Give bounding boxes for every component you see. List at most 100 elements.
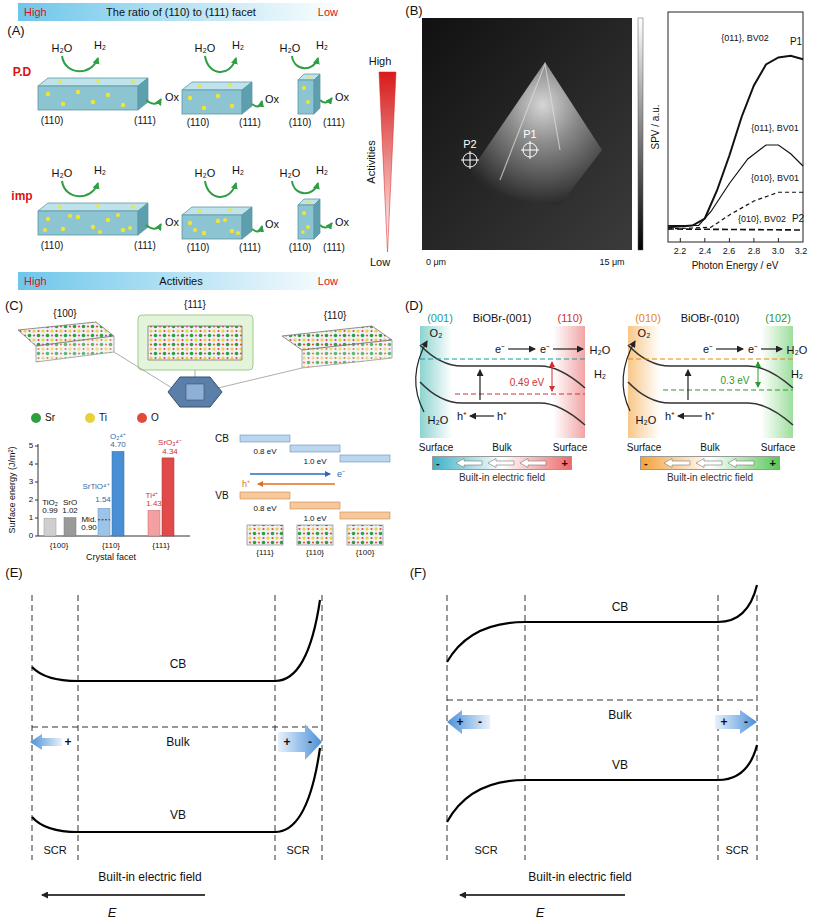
charge-sign: - bbox=[644, 458, 648, 469]
region-label: Surface bbox=[553, 443, 587, 453]
biobr-band-diagram bbox=[552, 362, 553, 391]
axis-title: SPV / a.u. bbox=[651, 104, 661, 149]
reaction-arrow bbox=[62, 56, 98, 71]
biobr-band-diagram bbox=[470, 415, 494, 416]
field-arrows bbox=[728, 459, 754, 468]
band-text: Low bbox=[318, 276, 338, 287]
band-text: High bbox=[24, 276, 47, 287]
facet-band-diagram bbox=[290, 502, 340, 509]
species-label: H₂ bbox=[232, 40, 244, 51]
facet-label: {111} bbox=[184, 300, 206, 310]
spv-plot bbox=[704, 238, 705, 242]
facet-label: {100} bbox=[356, 549, 375, 557]
band-text: Low bbox=[318, 7, 338, 18]
biobr-band-diagram bbox=[420, 358, 585, 359]
legend-text: Ti bbox=[99, 413, 107, 423]
species-label: H₂ bbox=[594, 369, 606, 380]
afm-image bbox=[530, 141, 531, 159]
facet-label: {111} bbox=[256, 549, 274, 557]
spv-plot bbox=[668, 145, 803, 226]
band-bending-diagram bbox=[32, 748, 320, 832]
energy-label: 0.3 eV bbox=[721, 376, 750, 386]
biobr-band-diagram bbox=[628, 326, 660, 438]
biobr-band-diagram bbox=[455, 393, 585, 394]
curve-label: {010}, BV01 bbox=[751, 174, 799, 183]
facet-label: (102) bbox=[765, 313, 791, 324]
charge-sign: + bbox=[283, 736, 290, 748]
charge-sign: - bbox=[436, 458, 440, 469]
charge-sign: - bbox=[744, 716, 748, 728]
panel-label: (A) bbox=[7, 24, 24, 37]
activity-triangle bbox=[379, 72, 396, 252]
carrier-label: h⁺ bbox=[665, 411, 675, 422]
carrier-label: h⁺ bbox=[457, 411, 467, 422]
tick-label: 2 bbox=[29, 496, 33, 504]
afm-image bbox=[638, 18, 643, 250]
nanorod-illustration bbox=[38, 78, 148, 110]
spv-plot bbox=[729, 238, 730, 242]
carrier-label: e⁻ bbox=[540, 344, 550, 355]
field-symbol: E bbox=[108, 906, 117, 919]
spv-plot bbox=[680, 238, 778, 242]
nanorod-illustration bbox=[38, 203, 148, 235]
surface-energy-chart bbox=[35, 482, 38, 483]
charge-sign: + bbox=[64, 736, 71, 748]
crystal-facet-slab bbox=[186, 384, 204, 400]
facet-band-diagram bbox=[250, 473, 330, 474]
facet-label: (111) bbox=[323, 118, 345, 128]
carrier-label: e⁻ bbox=[337, 470, 345, 479]
biobr-band-diagram bbox=[553, 348, 583, 349]
bar-label: SrO₃⁴⁻ bbox=[158, 439, 182, 447]
surface-energy-chart bbox=[38, 444, 39, 536]
band-bending-diagram bbox=[460, 894, 625, 896]
biobr-band-diagram bbox=[628, 382, 793, 425]
charge-sign: - bbox=[478, 716, 482, 728]
facet-label: (110) bbox=[187, 243, 210, 253]
species-label: H₂O bbox=[428, 415, 449, 426]
tick-label: 2.4 bbox=[699, 247, 712, 256]
gradient-band: HighActivitiesLow bbox=[18, 272, 344, 290]
field-symbol: E bbox=[536, 906, 545, 919]
band-text: The ratio of (110) to (111) facet bbox=[106, 7, 256, 18]
surface-energy-chart bbox=[162, 458, 174, 536]
band-bending-diagram bbox=[42, 894, 205, 896]
field-arrows bbox=[520, 459, 546, 468]
nanorod-illustration bbox=[182, 82, 252, 114]
gradient-band: HighThe ratio of (110) to (111) facetLow bbox=[18, 3, 344, 21]
nanorod-illustration bbox=[236, 231, 240, 235]
field-bar: -+Built-in electric field bbox=[640, 456, 780, 486]
species-label: H₂O bbox=[52, 43, 73, 54]
region-label: SCR bbox=[286, 845, 309, 856]
panel-label: (B) bbox=[405, 4, 422, 17]
carrier-label: e⁻ bbox=[748, 344, 758, 355]
spv-plot bbox=[680, 238, 681, 242]
biobr-band-diagram bbox=[420, 382, 585, 425]
energy-label: 0.49 eV bbox=[510, 378, 544, 388]
axis-title: Surface energy (J/m²) bbox=[8, 446, 17, 533]
facet-label: {110} bbox=[306, 549, 324, 557]
carrier-label: e⁻ bbox=[703, 344, 713, 355]
facet-label: (110) bbox=[289, 243, 312, 253]
band-bending-diagram bbox=[30, 595, 322, 895]
species-label: H₂O bbox=[280, 168, 301, 179]
biobr-band-diagram bbox=[758, 362, 759, 387]
afm-image bbox=[422, 18, 632, 250]
facet-band-diagram bbox=[340, 512, 390, 519]
field-arrows bbox=[432, 456, 572, 470]
biobr-band-diagram bbox=[420, 326, 452, 438]
tick-label: {110} bbox=[102, 542, 120, 550]
nanorod-illustration bbox=[182, 207, 252, 239]
axis-title: Crystal facet bbox=[86, 553, 136, 562]
tick-label: 3.2 bbox=[795, 247, 808, 256]
region-label: SCR bbox=[43, 845, 66, 856]
field-label: Built-in electric field bbox=[528, 871, 631, 883]
band-bending-diagram bbox=[447, 700, 757, 701]
field-bar: -+Built-in electric field bbox=[432, 456, 572, 486]
species-label: Ox bbox=[265, 219, 279, 230]
tick-label: 2.6 bbox=[723, 247, 736, 256]
facet-band-diagram bbox=[340, 455, 390, 462]
band-label: CB bbox=[170, 658, 187, 670]
spv-plot bbox=[778, 238, 779, 242]
band-bending-diagram bbox=[447, 585, 757, 662]
facet-band-diagram bbox=[240, 435, 390, 545]
